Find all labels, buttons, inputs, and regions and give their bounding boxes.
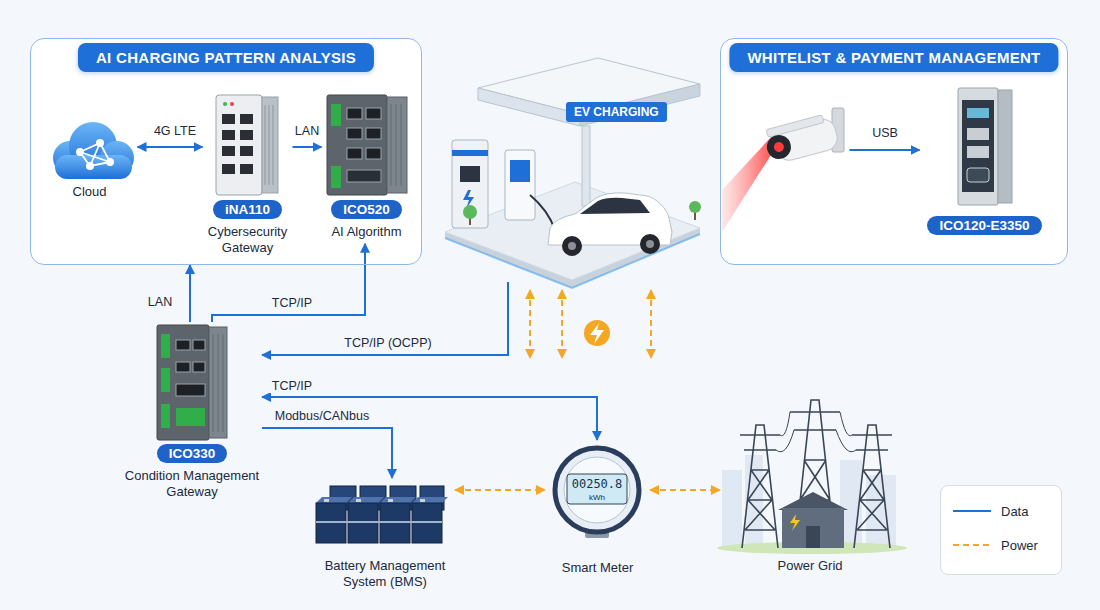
- device-node: ICO520 AI Algorithm: [322, 92, 412, 244]
- panel-title: WHITELIST & PAYMENT MANAGEMENT: [729, 43, 1058, 72]
- cloud-node: Cloud: [42, 120, 138, 204]
- data-connector: [293, 146, 322, 148]
- station-sign: EV CHARGING: [566, 102, 667, 122]
- connector-label: LAN: [145, 295, 175, 309]
- device-name: ICO520: [331, 200, 402, 219]
- device-role: Condition Management Gateway: [122, 468, 262, 501]
- device-node: iNA110Cybersecurity Gateway: [203, 92, 293, 261]
- meter-reading: 00250.8: [572, 477, 623, 491]
- connector-label: TCP/IP: [269, 379, 315, 393]
- meter-node: Smart Meter: [545, 440, 650, 580]
- device-node: ICO330Condition Management Gateway: [122, 322, 262, 505]
- meter-reading: kWh: [589, 493, 605, 502]
- connector-label: TCP/IP (OCPP): [341, 336, 434, 350]
- panel-title: AI CHARGING PATTERN ANALYSIS: [78, 43, 374, 72]
- connector-label: USB: [869, 126, 901, 140]
- node-label: Cloud: [73, 184, 107, 200]
- data-connector: [850, 149, 920, 151]
- station-node: EV CHARGING: [440, 50, 700, 282]
- device-role: AI Algorithm: [331, 224, 401, 240]
- data-connector: [189, 265, 191, 322]
- device-name: iNA110: [213, 200, 282, 219]
- legend-sample: [953, 506, 991, 516]
- data-connector: [138, 146, 203, 148]
- node-label: Smart Meter: [562, 560, 634, 576]
- power-connector: [650, 489, 720, 491]
- data-connector: [212, 244, 365, 322]
- bms-node: Battery Management System (BMS): [315, 478, 455, 595]
- device-node: ICO120-E3350: [920, 82, 1050, 244]
- device-name: ICO330: [157, 444, 228, 463]
- legend-text: Data: [1001, 504, 1028, 519]
- power-connector: [455, 489, 545, 491]
- data-connector: [262, 282, 508, 355]
- legend-sample: [953, 540, 991, 550]
- panel-group: AI CHARGING PATTERN ANALYSIS Cloud iNA110C…: [30, 38, 422, 265]
- connector-label: TCP/IP: [269, 296, 315, 310]
- connector-label: 4G LTE: [151, 124, 199, 138]
- grid-node: Power Grid: [720, 395, 900, 578]
- legend-text: Power: [1001, 538, 1038, 553]
- camera-node: [758, 108, 850, 188]
- device-name: ICO120-E3350: [927, 216, 1041, 235]
- legend-row: Power: [953, 534, 1061, 556]
- node-label: Power Grid: [777, 558, 842, 574]
- connector-label: Modbus/CANbus: [272, 409, 373, 423]
- legend-row: Data: [953, 500, 1061, 522]
- node-label: Battery Management System (BMS): [315, 558, 455, 591]
- device-role: Cybersecurity Gateway: [203, 224, 293, 257]
- legend-box: DataPower: [940, 485, 1062, 575]
- data-connector: [262, 428, 392, 478]
- connector-label: LAN: [292, 124, 322, 138]
- data-connector: [262, 397, 597, 440]
- panel-group: WHITELIST & PAYMENT MANAGEMENT ICO120-E33…: [720, 38, 1068, 265]
